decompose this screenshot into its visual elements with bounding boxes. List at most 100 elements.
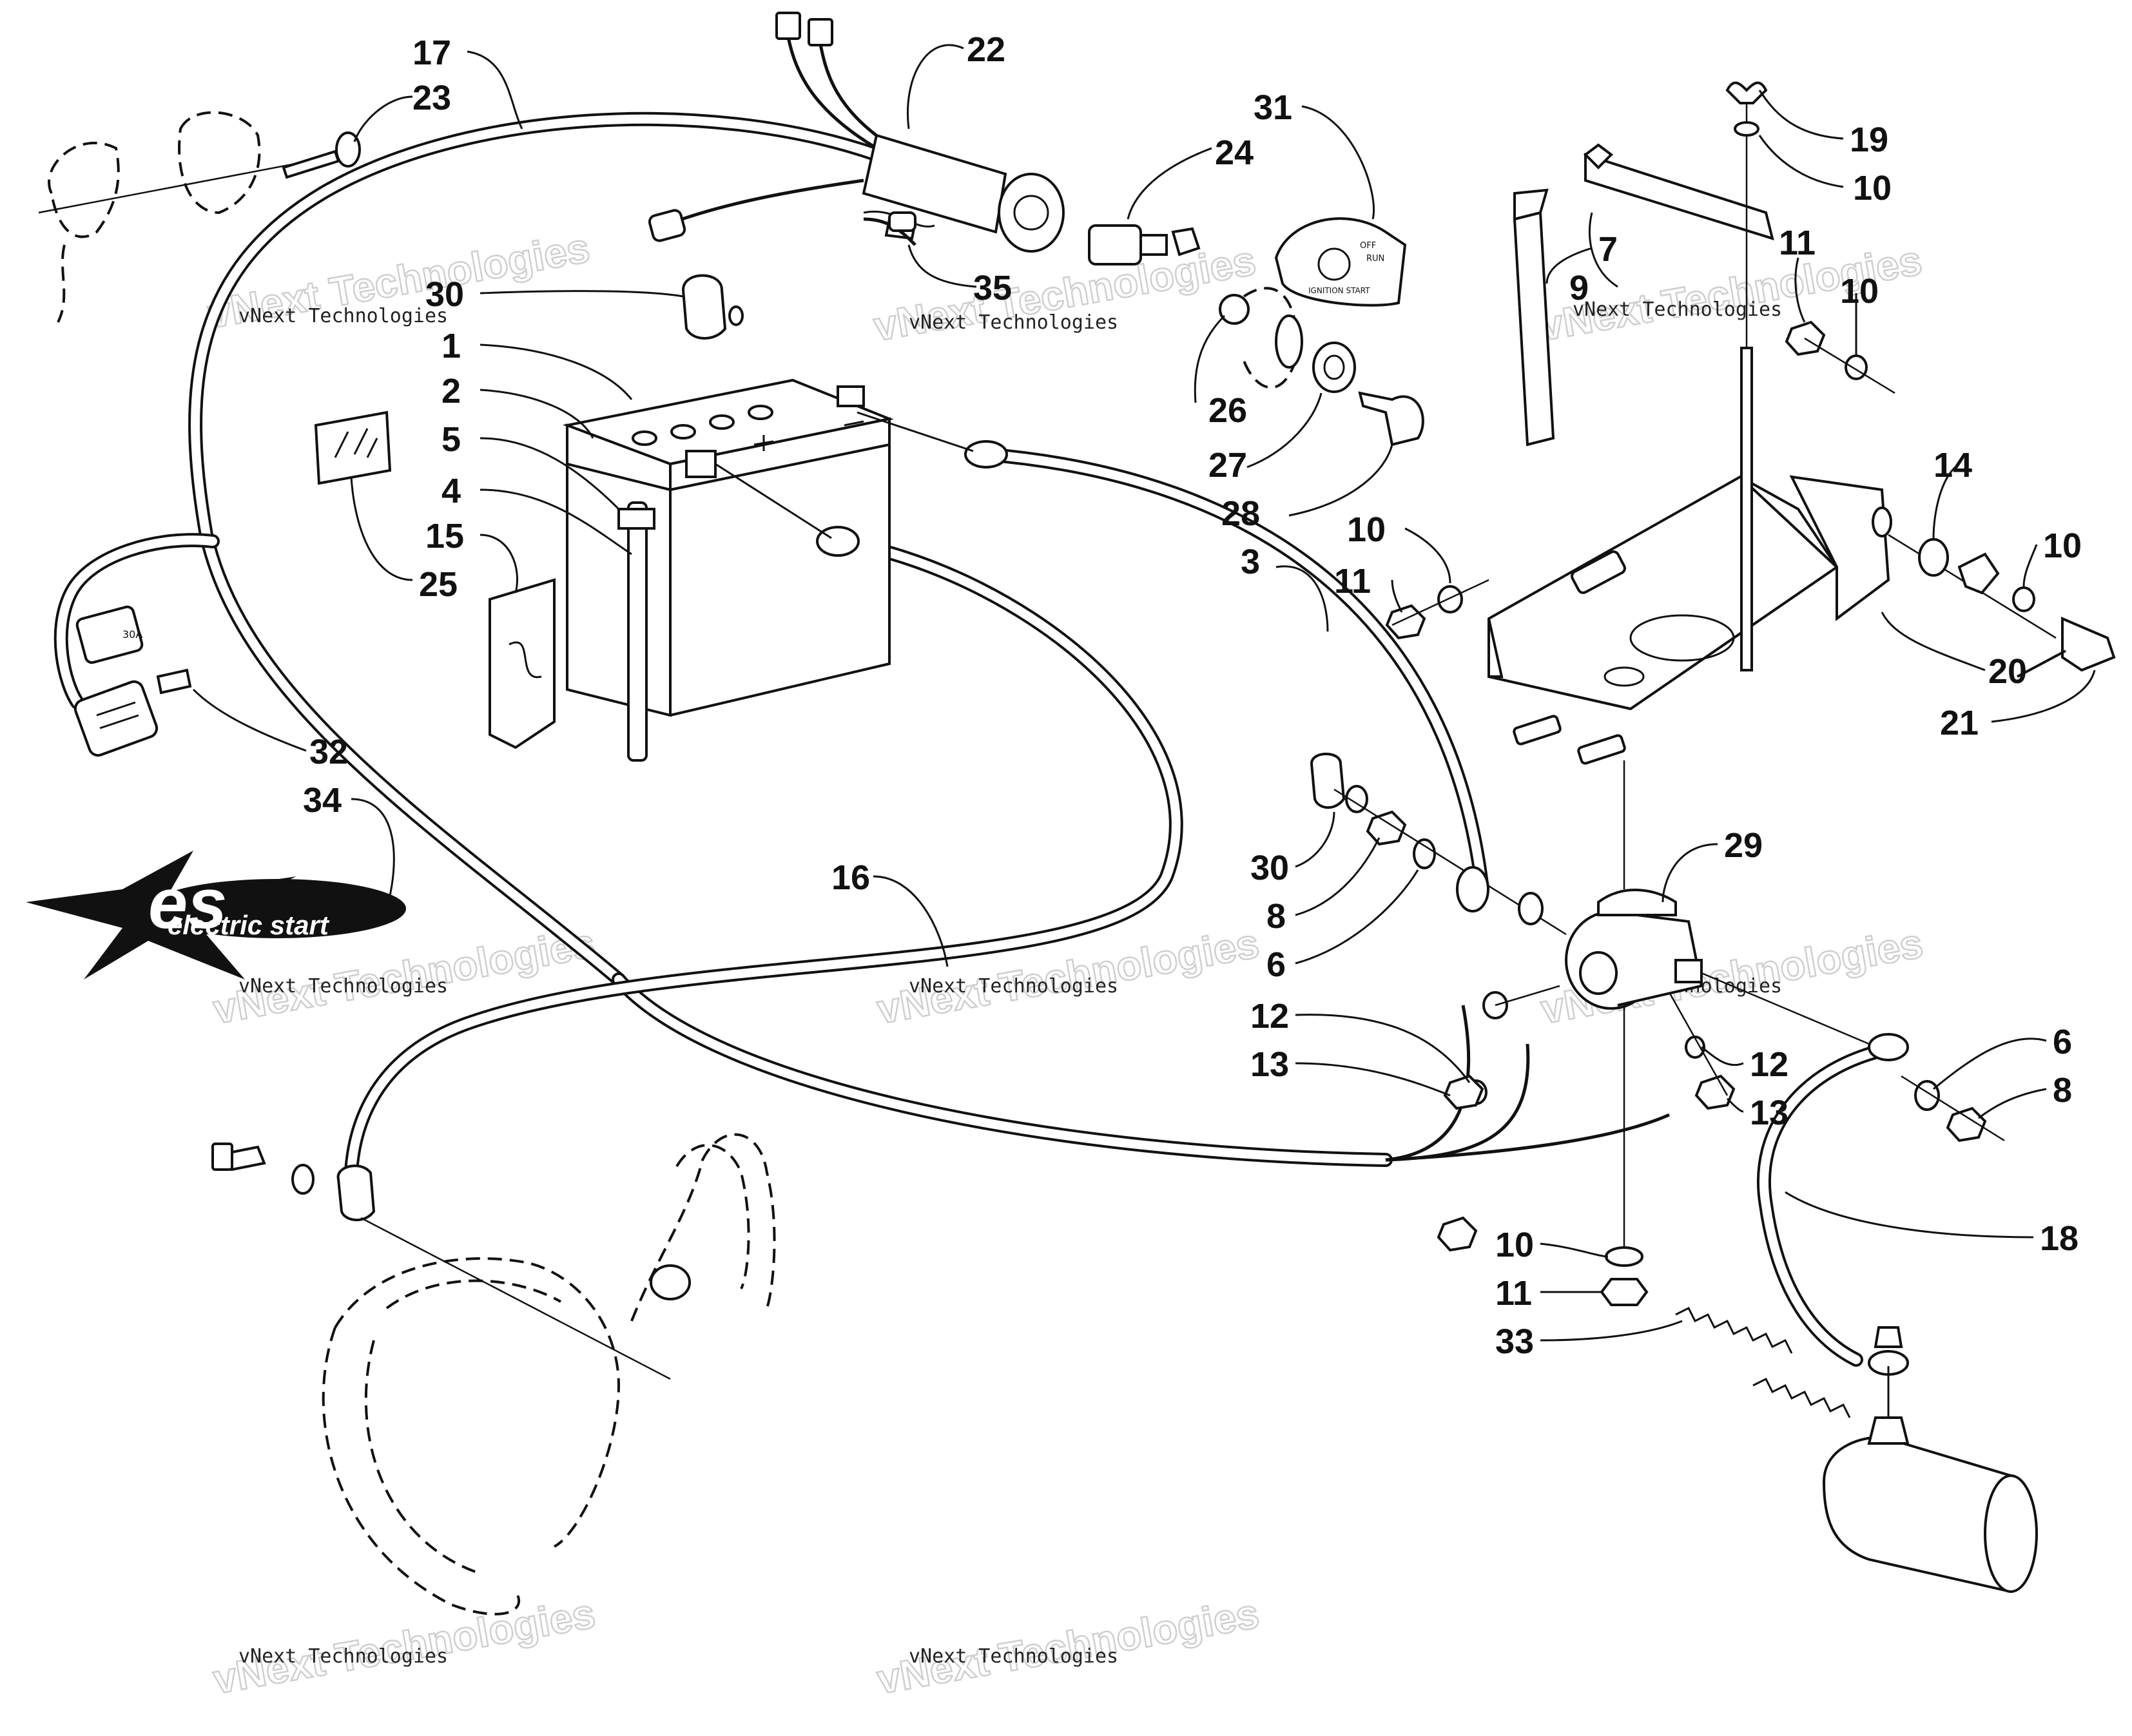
callout-7: 7 <box>1598 230 1618 269</box>
solenoid-base-hardware <box>1600 1246 1649 1306</box>
watermark-small-text: vNext Technologies <box>238 975 448 998</box>
battery-cell-caps <box>632 405 773 446</box>
watermark-small-text: vNext Technologies <box>909 1645 1118 1668</box>
positive-cable-3 <box>979 447 1489 896</box>
es-electric-start-logo: es electric start <box>26 851 406 979</box>
starter-cable-18 <box>1701 972 2005 1376</box>
callout-labels: 17 23 22 31 24 19 10 11 10 7 9 35 30 1 2… <box>303 30 2082 1361</box>
callout-6: 6 <box>2053 1023 2072 1061</box>
tray-side-hardware <box>1385 579 1489 640</box>
watermark-small-text: vNext Technologies <box>1573 298 1782 321</box>
callout-25: 25 <box>419 565 458 604</box>
battery-vent-clip <box>617 508 655 530</box>
callout-26: 26 <box>1208 391 1247 430</box>
battery-positive-terminal <box>837 385 865 407</box>
handlebar-switch-outline <box>38 111 310 323</box>
callout-10: 10 <box>1853 169 1892 207</box>
callout-20: 20 <box>1988 652 2027 691</box>
harness-connector-left: 30A <box>73 605 192 757</box>
diode <box>863 211 916 246</box>
watermark-small-text: vNext Technologies <box>238 1645 448 1668</box>
callout-14: 14 <box>1933 446 1972 485</box>
callout-23: 23 <box>412 79 451 117</box>
callout-12: 12 <box>1750 1045 1788 1084</box>
callout-32: 32 <box>309 733 348 771</box>
leader-lines <box>192 44 2096 1342</box>
ignition-switch <box>1088 224 1201 265</box>
callout-11: 11 <box>1334 562 1371 601</box>
battery-cable-lugs <box>715 411 1008 557</box>
callout-15: 15 <box>425 517 464 555</box>
starter-solenoid <box>1565 760 1703 1250</box>
battery <box>562 378 894 762</box>
callout-10: 10 <box>1495 1226 1534 1264</box>
tray-mount-bolt <box>1888 534 2116 678</box>
callout-1: 1 <box>441 327 461 365</box>
upper-tray-hardware <box>1785 320 1895 394</box>
j-bolt-rod <box>1725 81 1768 671</box>
callout-4: 4 <box>441 472 461 510</box>
logo-text: electric start <box>168 910 330 940</box>
logo-monogram: es <box>148 864 227 943</box>
main-wiring-harness <box>53 111 1671 1167</box>
watermark-small-text: vNext Technologies <box>909 311 1118 334</box>
battery-bracket <box>489 578 556 749</box>
solenoid-terminal-hardware-left <box>1310 753 1567 936</box>
callout-11: 11 <box>1779 224 1816 262</box>
callout-30: 30 <box>1250 849 1289 887</box>
callout-29: 29 <box>1724 826 1763 865</box>
terminal-boot-top <box>681 274 744 340</box>
callout-31: 31 <box>1254 88 1292 127</box>
callout-28: 28 <box>1221 494 1260 533</box>
callout-34: 34 <box>303 781 342 820</box>
callout-13: 13 <box>1750 1094 1788 1132</box>
callout-8: 8 <box>2053 1071 2072 1110</box>
callout-21: 21 <box>1940 704 1979 742</box>
callout-9: 9 <box>1569 269 1589 307</box>
ignition-mount-parts <box>1219 287 1424 447</box>
callout-35: 35 <box>973 269 1012 307</box>
callout-5: 5 <box>441 420 461 459</box>
fuse-label: 30A <box>122 628 142 641</box>
screw <box>282 131 361 179</box>
callout-16: 16 <box>831 858 870 897</box>
battery-strap <box>1513 188 1555 447</box>
callout-33: 33 <box>1495 1322 1534 1361</box>
callout-30: 30 <box>425 275 464 314</box>
watermark: vNext Technologies vNext Technologies <box>869 236 1260 351</box>
callout-10: 10 <box>1840 272 1879 311</box>
callout-12: 12 <box>1250 997 1289 1036</box>
watermark: vNext Technologies vNext Technologies <box>209 1589 599 1704</box>
decal-off-text: OFF <box>1360 241 1376 251</box>
callout-11: 11 <box>1495 1274 1532 1313</box>
callout-17: 17 <box>412 34 451 72</box>
engine-housing-outline <box>322 1133 776 1615</box>
solenoid-small-terminal-hardware <box>1437 985 1736 1252</box>
callout-27: 27 <box>1208 446 1247 485</box>
watermark-small-text: vNext Technologies <box>909 975 1118 998</box>
starter-motor <box>1822 1326 2038 1594</box>
battery-tray <box>1488 475 1892 765</box>
callout-6: 6 <box>1266 945 1286 984</box>
callout-18: 18 <box>2040 1219 2079 1258</box>
watermark: vNext Technologies vNext Technologies <box>873 1589 1263 1704</box>
callout-24: 24 <box>1215 133 1254 172</box>
callout-8: 8 <box>1266 897 1286 936</box>
decal-run-text: RUN <box>1366 254 1384 264</box>
watermark-small-text: vNext Technologies <box>238 305 448 327</box>
callout-10: 10 <box>2043 526 2082 565</box>
ignition-switch-decal: OFF RUN IGNITION START <box>1274 217 1407 307</box>
decal-start-text: IGNITION START <box>1308 286 1370 295</box>
tray-studs <box>1513 715 1626 765</box>
callout-19: 19 <box>1850 121 1888 159</box>
battery-hold-down-plate <box>1583 143 1774 240</box>
warning-decal <box>314 410 392 485</box>
callout-10: 10 <box>1347 510 1386 549</box>
engine-ground-point <box>211 1143 671 1380</box>
callout-22: 22 <box>967 30 1005 69</box>
ground-cable-16 <box>344 534 1183 1206</box>
tray-springs <box>1675 1306 1851 1418</box>
callout-3: 3 <box>1241 543 1260 581</box>
battery-negative-terminal <box>685 450 717 478</box>
